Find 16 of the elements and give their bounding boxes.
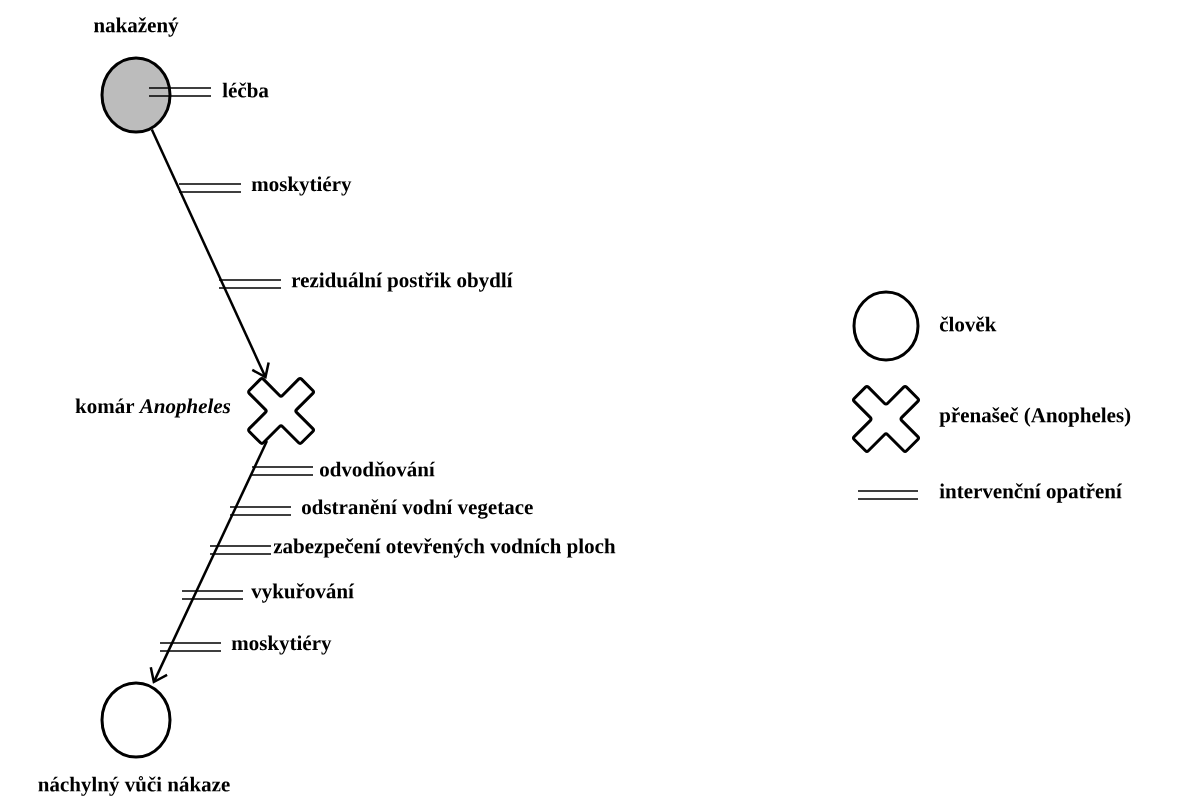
intervention-label: odvodňování (320, 461, 435, 477)
intervention-label: odstranění vodní vegetace (302, 499, 533, 519)
node-label: náchylný vůči nákaze (38, 776, 230, 796)
arrow (149, 440, 269, 684)
intervention-label: moskytiéry (251, 176, 352, 196)
intervention-label: vykuřování (251, 583, 355, 603)
legend-label: člověk (939, 316, 997, 332)
intervention-label: moskytiéry (231, 635, 332, 655)
intervention-label: reziduální postřik obydlí (291, 272, 513, 292)
node-label: komár Anopheles (75, 398, 231, 418)
arrow (150, 128, 270, 379)
node-label: nakažený (94, 17, 179, 37)
intervention-label: léčba (222, 82, 269, 98)
legend-label: přenašeč (Anopheles) (939, 407, 1131, 427)
intervention-label: zabezpečení otevřených vodních ploch (273, 538, 616, 558)
legend-label: intervenční opatření (939, 483, 1123, 503)
